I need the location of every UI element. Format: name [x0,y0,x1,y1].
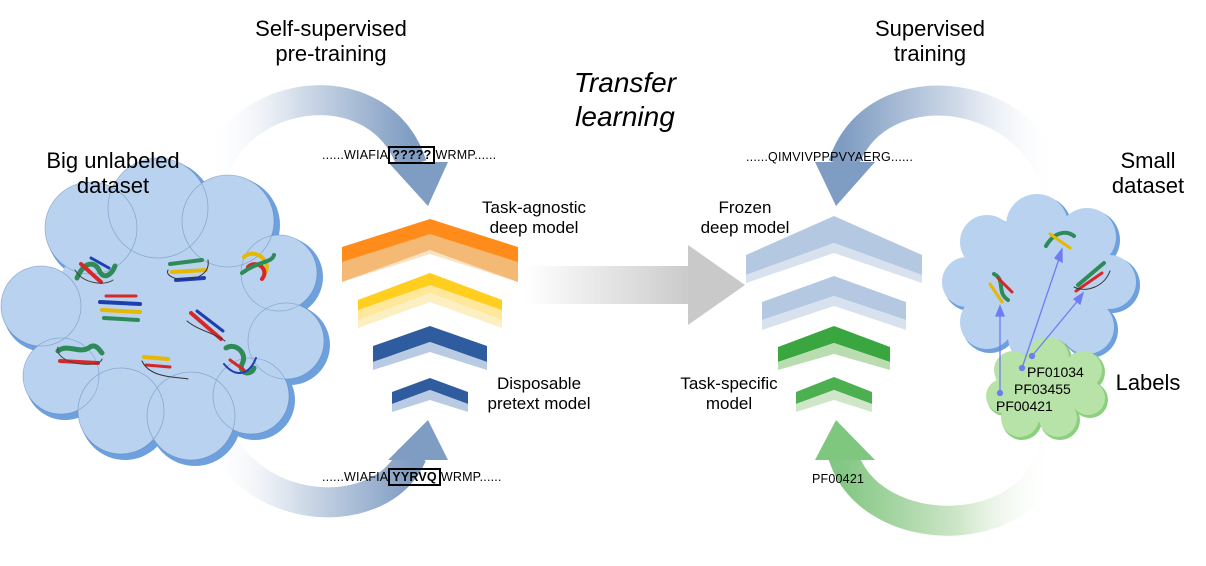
frozen-model-stack [746,216,922,330]
supervised-heading-line1: Supervised [874,16,986,41]
small-dataset-line1: Small [1120,148,1176,173]
target-sequence-answer: YYRVQ [388,468,441,486]
small-dataset-line2: dataset [1111,173,1185,199]
supervised-heading-line2: training [893,41,967,67]
transfer-heading-line1: Transfer [573,67,677,98]
labels-label: Labels [1115,370,1181,395]
masked-sequence: ......WIAFIA?????WRMP...... [322,146,497,164]
big-dataset-line1: Big unlabeled [46,148,180,173]
disposable-line1: Disposable [496,374,582,393]
disposable-line2: pretext model [487,393,591,413]
transfer-heading-line2: learning [575,100,675,132]
frozen-line1: Frozen [718,198,772,217]
pretraining-heading-line1: Self-supervised [255,16,407,41]
supervised-arc-bottom [815,420,1070,536]
masked-sequence-prefix: ......WIAFIA [322,148,389,162]
protein-structure-icons [55,251,276,380]
pfam-label: PF00421 [996,398,1053,414]
pfam-label: PF01034 [1027,364,1084,380]
pretraining-arc-top [190,85,448,206]
big-dataset-cloud [0,157,330,466]
pfam-label: PF03455 [1014,381,1071,397]
frozen-label: Frozen deep model [690,198,800,237]
task-agnostic-line1: Task-agnostic [482,198,586,217]
supervised-arc-top [815,85,1075,206]
masked-sequence-suffix: WRMP...... [435,148,497,162]
target-sequence-prefix: ......WIAFIA [322,470,389,484]
transfer-arrow [525,245,745,325]
small-cloud-proteins [988,230,1111,304]
task-specific-line2: model [705,393,753,413]
supervised-heading: Supervised training [850,16,1010,67]
frozen-line2: deep model [700,217,790,237]
downstream-label-text: PF00421 [812,472,865,486]
downstream-sequence: ......QIMVIVPPPVYAERG...... [746,150,914,164]
disposable-label: Disposable pretext model [476,374,602,413]
big-dataset-line2: dataset [76,173,150,199]
task-specific-line1: Task-specific [680,374,778,393]
task-agnostic-label: Task-agnostic deep model [466,198,602,237]
pretraining-heading: Self-supervised pre-training [238,16,424,67]
transfer-learning-heading: Transfer learning [550,66,700,133]
masked-sequence-mask: ????? [388,146,436,164]
task-specific-model-stack [778,326,890,412]
pretraining-heading-line2: pre-training [275,41,387,67]
task-specific-label: Task-specific model [666,374,792,413]
labels-cloud [986,337,1108,440]
task-agnostic-line2: deep model [489,217,579,237]
label-links [995,247,1085,397]
small-dataset-label: Small dataset [1100,148,1196,199]
target-sequence-suffix: WRMP...... [440,470,502,484]
big-dataset-label: Big unlabeled dataset [40,148,186,199]
task-agnostic-model-stack [342,219,518,412]
